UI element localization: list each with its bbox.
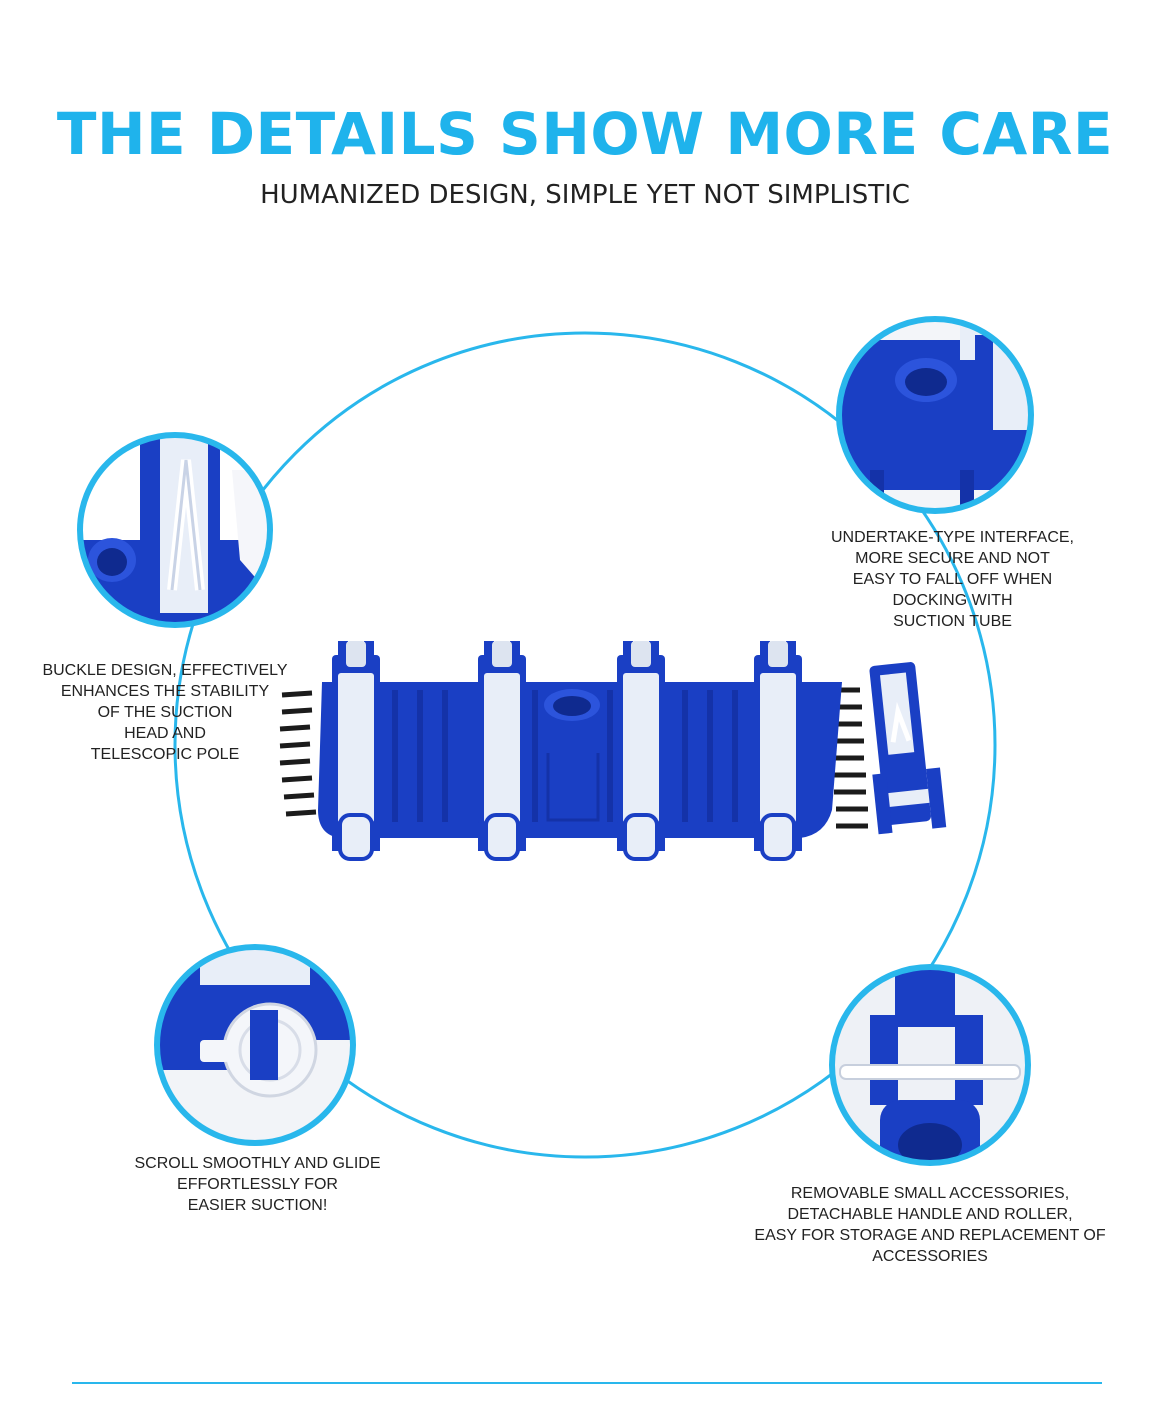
detail-wheel (154, 944, 356, 1146)
bristles-left (279, 690, 317, 817)
vacuum-head (318, 639, 842, 861)
bottom-divider (72, 1382, 1102, 1384)
detail-interface (836, 316, 1034, 514)
detachable-handle (869, 662, 947, 835)
page-subtitle: HUMANIZED DESIGN, SIMPLE YET NOT SIMPLIS… (260, 180, 910, 210)
accessories-caption: REMOVABLE SMALL ACCESSORIES, DETACHABLE … (754, 1185, 1106, 1265)
interface-caption: UNDERTAKE-TYPE INTERFACE, MORE SECURE AN… (831, 529, 1074, 630)
detail-yoke (829, 964, 1031, 1166)
buckle-caption: BUCKLE DESIGN, EFFECTIVELY ENHANCES THE … (42, 662, 288, 763)
page-title: THE DETAILS SHOW MORE CARE (56, 100, 1114, 168)
feature-ring (173, 331, 997, 1159)
detail-buckle (77, 432, 273, 628)
wheel-caption: SCROLL SMOOTHLY AND GLIDE EFFORTLESSLY F… (134, 1155, 381, 1214)
